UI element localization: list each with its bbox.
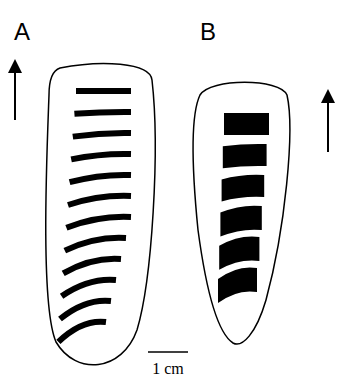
stripe <box>63 259 121 274</box>
scale-bar <box>148 351 188 353</box>
stripe <box>62 280 116 296</box>
stripe <box>66 217 131 228</box>
scale-label: 1 cm <box>152 361 184 377</box>
panel-letter: B <box>200 20 216 44</box>
stripe <box>219 237 259 270</box>
stripe <box>68 196 131 205</box>
stripe <box>70 175 131 182</box>
stripe <box>73 133 131 137</box>
panel-letter: A <box>14 20 30 44</box>
stripe <box>220 206 261 237</box>
stripe <box>60 301 111 319</box>
stripe <box>222 175 265 202</box>
orientation-arrow <box>14 66 16 120</box>
stripe <box>223 144 267 168</box>
stripe <box>74 112 131 114</box>
stripe <box>71 154 131 159</box>
orientation-arrow <box>327 96 329 152</box>
stripe <box>224 113 269 135</box>
stripe <box>65 238 126 251</box>
stripe-pattern <box>58 91 131 342</box>
stripe <box>218 267 257 303</box>
stripe <box>58 322 106 342</box>
specimen-outline <box>193 82 290 344</box>
stripe <box>76 88 131 94</box>
stripe-pattern <box>218 113 269 303</box>
specimen-outline <box>46 64 155 365</box>
